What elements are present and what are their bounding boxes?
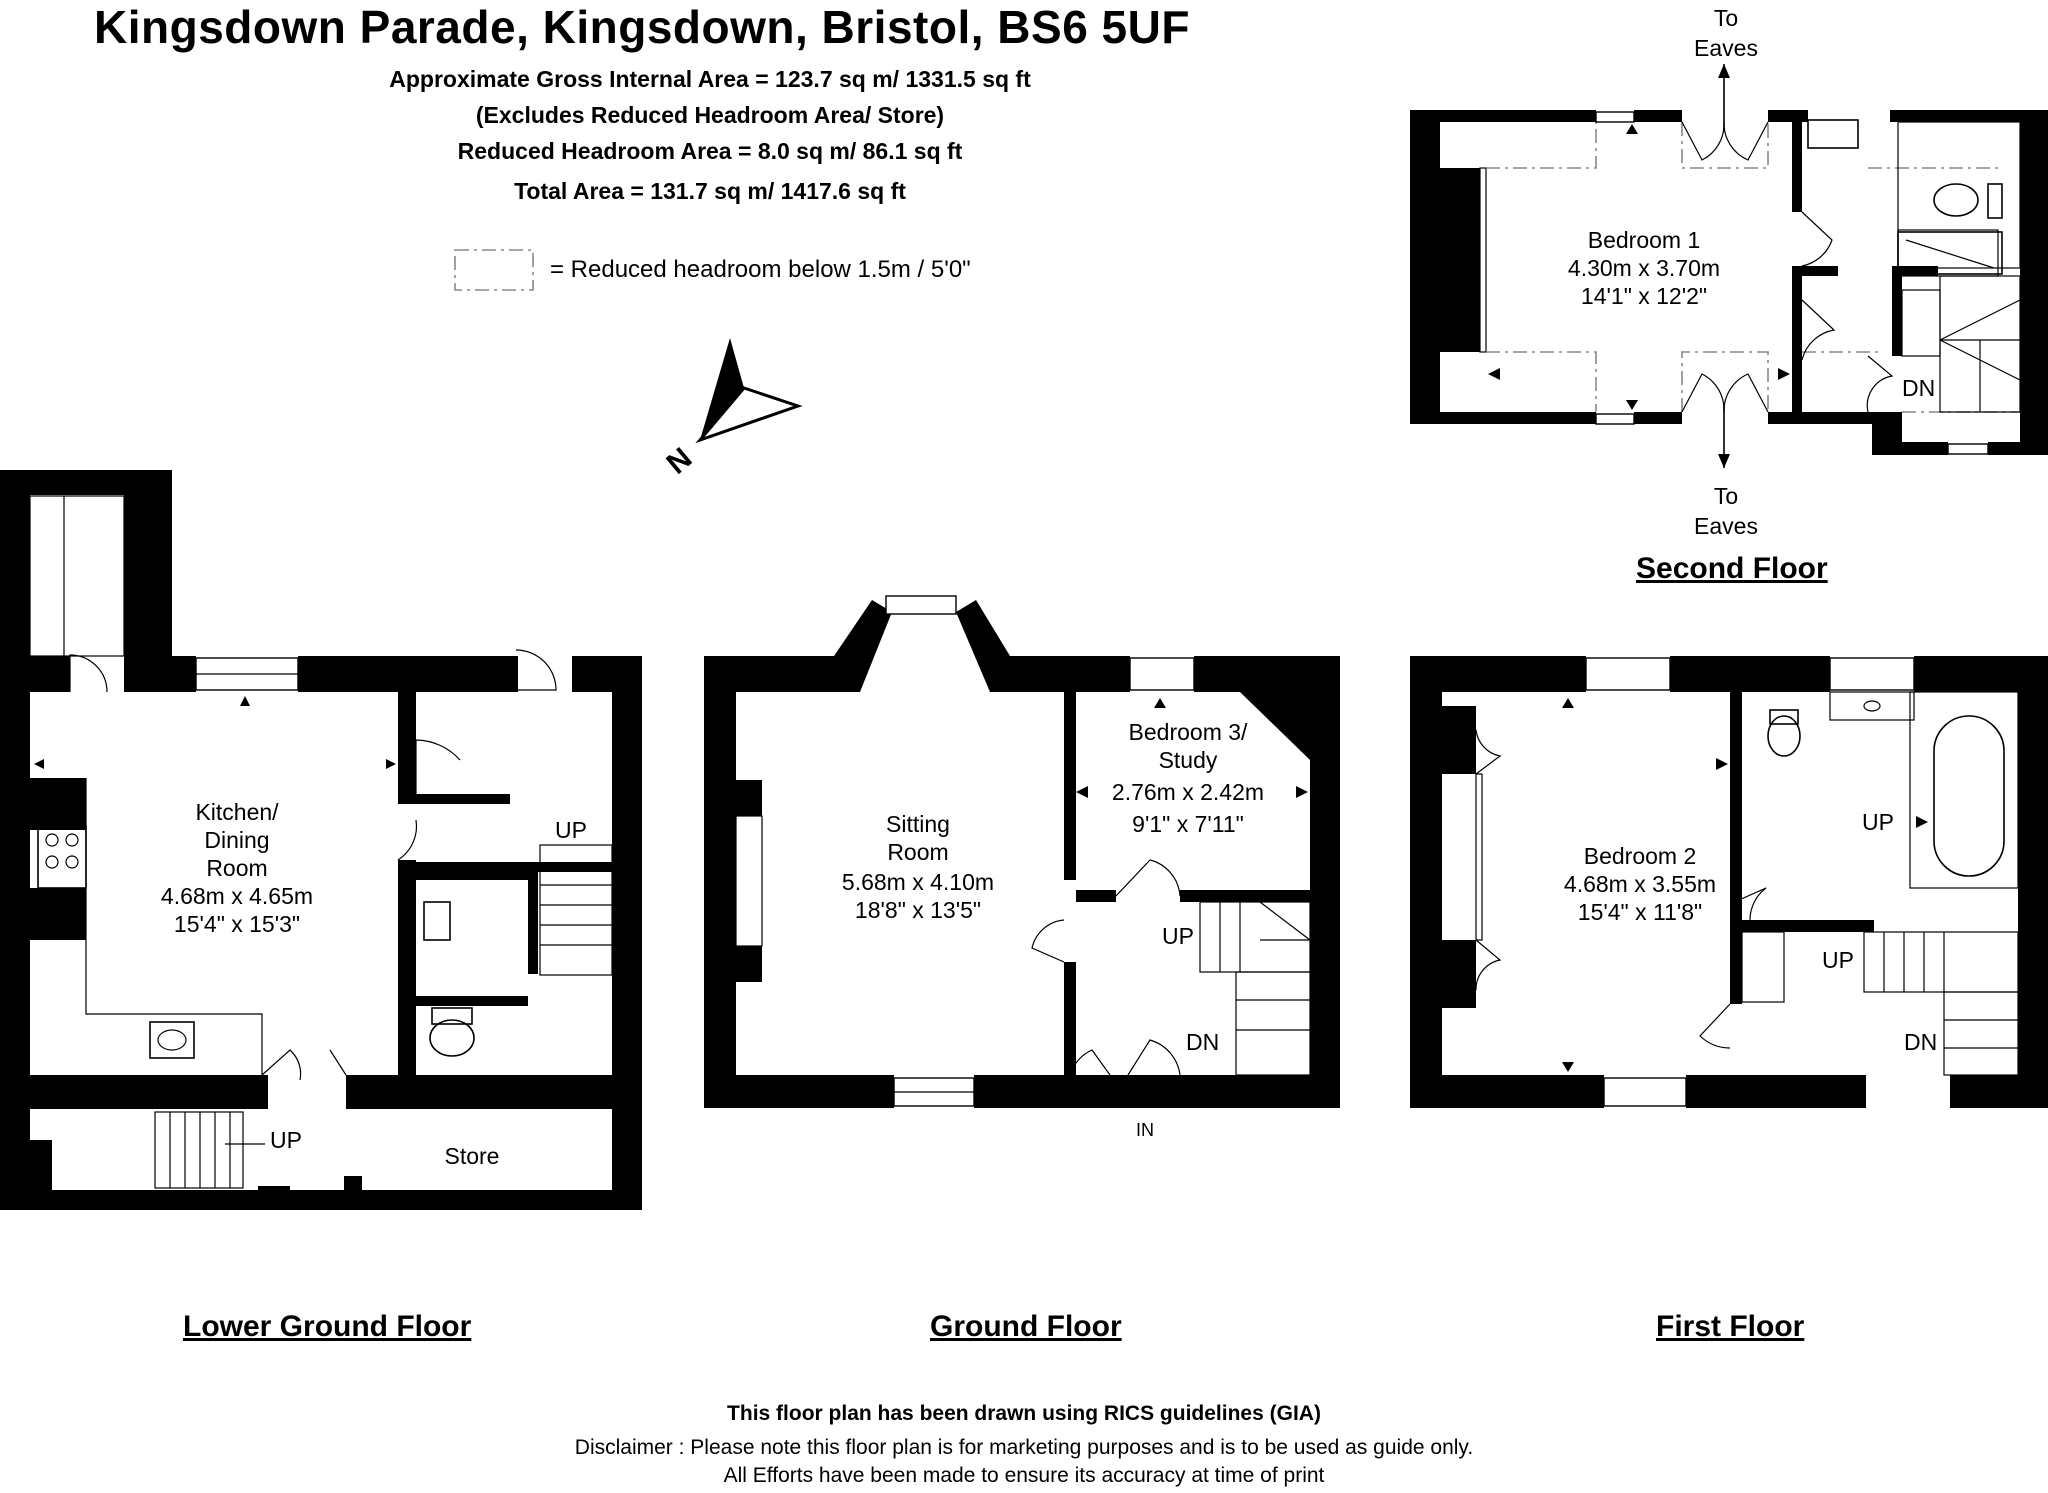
to-eaves-top-1: To xyxy=(1714,5,1738,31)
bedroom1-dimensions-imperial: 14'1" x 12'2" xyxy=(1581,283,1707,309)
lower-ground-up-label-1: UP xyxy=(555,817,587,843)
second-dn-label: DN xyxy=(1902,375,1935,401)
kitchen-label-1: Kitchen/ xyxy=(195,799,279,825)
bedroom2-dimensions-metric: 4.68m x 3.55m xyxy=(1564,871,1716,897)
ground-dn-label: DN xyxy=(1186,1029,1219,1055)
sitting-room-label-2: Room xyxy=(887,839,948,865)
bedroom3-dimensions-imperial: 9'1" x 7'11" xyxy=(1132,811,1244,837)
kitchen-label-2: Dining xyxy=(204,827,269,853)
lower-ground-floor-title: Lower Ground Floor xyxy=(183,1310,472,1343)
bedroom2-dimensions-imperial: 15'4" x 11'8" xyxy=(1578,899,1702,925)
to-eaves-top-2: Eaves xyxy=(1694,35,1758,61)
first-floor-plan: Bedroom 2 4.68m x 3.55m 15'4" x 11'8" UP… xyxy=(1410,656,2048,1108)
lower-ground-up-label-2: UP xyxy=(270,1127,302,1153)
disclaimer-line-1: Disclaimer : Please note this floor plan… xyxy=(574,1436,1474,1459)
lower-ground-floor-plan: Kitchen/ Dining Room 4.68m x 4.65m 15'4"… xyxy=(0,470,642,1210)
ground-floor-title: Ground Floor xyxy=(930,1310,1122,1343)
compass-north-label: N xyxy=(661,442,699,481)
to-eaves-bottom-1: To xyxy=(1714,483,1738,509)
first-dn-label: DN xyxy=(1904,1029,1937,1055)
store-label: Store xyxy=(445,1143,500,1169)
bedroom3-label-2: Study xyxy=(1159,747,1218,773)
bedroom1-dimensions-metric: 4.30m x 3.70m xyxy=(1568,255,1720,281)
first-up-stairs-label: UP xyxy=(1822,947,1854,973)
bedroom1-label: Bedroom 1 xyxy=(1588,227,1701,253)
legend-swatch xyxy=(454,249,534,291)
compass-icon: N xyxy=(661,338,803,481)
kitchen-dimensions-imperial: 15'4" x 15'3" xyxy=(174,911,300,937)
total-area: Total Area = 131.7 sq m/ 1417.6 sq ft xyxy=(514,178,906,204)
first-up-bath-label: UP xyxy=(1862,809,1894,835)
gross-internal-area: Approximate Gross Internal Area = 123.7 … xyxy=(389,66,1031,92)
first-floor-title: First Floor xyxy=(1656,1310,1805,1343)
page-title: Kingsdown Parade, Kingsdown, Bristol, BS… xyxy=(94,1,1190,53)
bedroom2-label: Bedroom 2 xyxy=(1584,843,1697,869)
disclaimer-line-2: All Efforts have been made to ensure its… xyxy=(723,1464,1325,1487)
ground-floor-plan: Sitting Room 5.68m x 4.10m 18'8" x 13'5"… xyxy=(704,595,1340,1140)
bedroom3-dimensions-metric: 2.76m x 2.42m xyxy=(1112,779,1264,805)
ground-up-label: UP xyxy=(1162,923,1194,949)
sitting-room-label-1: Sitting xyxy=(886,811,950,837)
kitchen-dimensions-metric: 4.68m x 4.65m xyxy=(161,883,313,909)
to-eaves-bottom-2: Eaves xyxy=(1694,513,1758,539)
bedroom3-label-1: Bedroom 3/ xyxy=(1129,719,1249,745)
rics-note: This floor plan has been drawn using RIC… xyxy=(727,1402,1321,1425)
sitting-room-dimensions-metric: 5.68m x 4.10m xyxy=(842,869,994,895)
legend-text: = Reduced headroom below 1.5m / 5'0" xyxy=(550,256,971,283)
second-floor-title: Second Floor xyxy=(1636,552,1828,585)
kitchen-label-3: Room xyxy=(206,855,267,881)
sitting-room-dimensions-imperial: 18'8" x 13'5" xyxy=(855,897,981,923)
second-floor-plan: Bedroom 1 4.30m x 3.70m 14'1" x 12'2" DN… xyxy=(1410,5,2048,539)
entrance-in-label: IN xyxy=(1136,1120,1154,1140)
area-exclusion-note: (Excludes Reduced Headroom Area/ Store) xyxy=(475,102,945,128)
reduced-headroom-area: Reduced Headroom Area = 8.0 sq m/ 86.1 s… xyxy=(457,138,963,164)
